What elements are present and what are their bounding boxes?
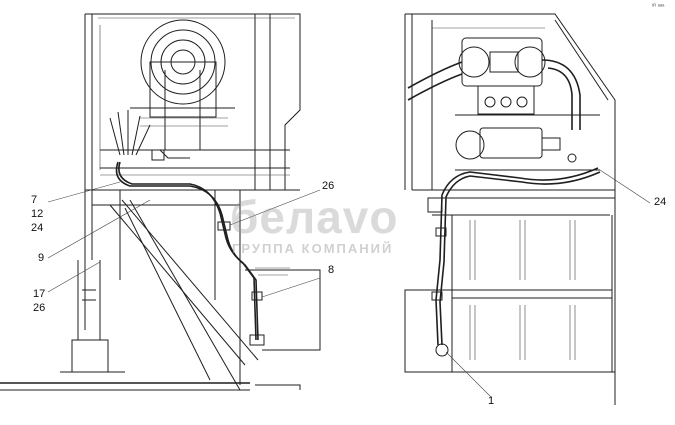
callout-12: 12 xyxy=(31,208,44,220)
callout-24-left: 24 xyxy=(31,222,44,234)
callout-17: 17 xyxy=(33,288,46,300)
watermark-logo-text: белаvo xyxy=(230,191,399,243)
right-assembly xyxy=(404,13,651,405)
left-assembly xyxy=(0,13,321,391)
watermark-subtitle: ГРУППА КОМПАНИЙ xyxy=(232,241,394,256)
callout-7: 7 xyxy=(31,194,38,206)
callout-26-bottom: 26 xyxy=(33,302,46,314)
callout-1: 1 xyxy=(488,395,495,407)
callout-8: 8 xyxy=(328,264,335,276)
callout-9: 9 xyxy=(38,252,45,264)
corner-mark: ᵗᴿ ᵃᵃᵃ xyxy=(652,4,665,10)
callout-24-right: 24 xyxy=(654,196,667,208)
callout-26-top: 26 xyxy=(322,180,335,192)
